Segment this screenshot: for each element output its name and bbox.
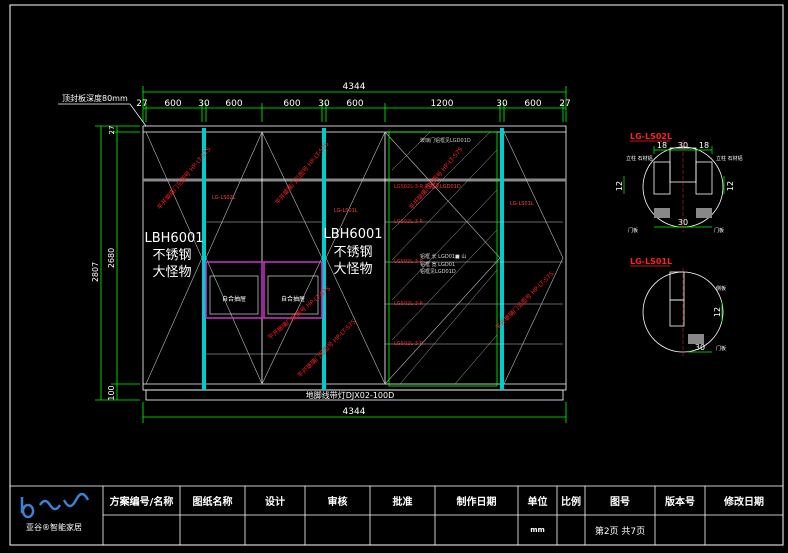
segment-label: 600 <box>164 99 181 109</box>
drawers <box>205 261 323 319</box>
dim-30b: 30 <box>678 218 688 227</box>
tb-header-modify-date: 修改日期 <box>724 497 764 508</box>
segment-label: 27 <box>559 99 570 109</box>
dim-30c: 30 <box>695 343 705 352</box>
segment-label: 30 <box>318 99 330 109</box>
dim-18b: 18 <box>699 141 709 150</box>
tb-header-review: 审核 <box>327 497 348 508</box>
door-swing-lines <box>145 131 564 385</box>
segment-label: 600 <box>283 99 300 109</box>
red-diag-note: 平开玻璃门见图号 HP-LT-S7S <box>296 318 358 380</box>
segment-label: 27 <box>136 99 147 109</box>
drawer-label-right: 自合抽屉 <box>281 295 305 303</box>
depth-note: 顶封板深度80mm <box>62 93 128 103</box>
drawer-label-left: 自合抽屉 <box>222 295 246 303</box>
detail-ls01l-dims <box>688 302 723 353</box>
material-right-line: LBH6001 <box>323 227 382 242</box>
detail-ls01l-hatch <box>688 334 704 344</box>
tb-page-info: 第2页 共7页 <box>594 526 646 537</box>
red-codes: LGS02L-3-R LGS02L-3-R LGS02L-3-R LGS02L-… <box>394 184 424 347</box>
material-right: LBH6001 不锈钢 大怪物 <box>323 227 382 277</box>
bottom-dimension <box>142 402 567 423</box>
material-left-line: 不锈钢 <box>152 248 191 263</box>
tb-header-scheme: 方案编号/名称 <box>109 497 174 508</box>
height-base: 100 <box>107 385 116 400</box>
height-outer: 2807 <box>91 262 100 282</box>
red-code: LGS02L-3-R <box>394 184 424 190</box>
tb-header-date: 制作日期 <box>456 497 497 508</box>
left-dimensions <box>95 125 140 401</box>
segment-label: 600 <box>524 99 541 109</box>
segment-label: 600 <box>225 99 242 109</box>
tb-header-approve: 批准 <box>392 497 413 508</box>
glass-mid-2: 铝框 宽 LGD01 <box>420 261 455 268</box>
detail-ls02l-hatch <box>654 208 712 218</box>
tb-header-unit: 单位 <box>527 497 548 508</box>
label-door-a: 门板 <box>628 227 638 234</box>
material-left-line: 大怪物 <box>152 265 191 280</box>
dim-12a: 12 <box>615 181 624 191</box>
tb-header-drawing-no: 图号 <box>610 497 630 508</box>
title-block: 方案编号/名称 图纸名称 设计 审核 批准 制作日期 单位 比例 图号 版本号 … <box>10 486 783 545</box>
segment-label: 30 <box>496 99 508 109</box>
red-diag-note: 平开玻璃门见图号 HP-LT-S7S <box>407 145 464 211</box>
label-door-b: 门板 <box>714 227 724 234</box>
post-tag-right: LG-LS01L <box>510 201 534 207</box>
segment-label: 30 <box>198 99 210 109</box>
drawer-inner <box>209 275 319 315</box>
red-code: LGS02L-3-R <box>394 259 424 265</box>
cabinet-elevation <box>142 125 567 401</box>
red-code: LGS02L-3-R <box>394 341 424 347</box>
glass-mid-3: 铝框见LGD01D <box>420 268 456 275</box>
glass-mid-1: 铝框 长 LGD01■ 山 <box>420 253 466 260</box>
tb-unit-value: mm <box>530 526 545 534</box>
dim-30a: 30 <box>678 141 688 150</box>
tb-header-scale: 比例 <box>561 497 581 508</box>
dim-12b: 12 <box>726 181 735 191</box>
label-panel: 侧板 <box>716 285 726 292</box>
detail-title-ls01l: LG-LS01L <box>630 257 672 266</box>
label-pillar-a: 立柱 石材铝 <box>626 155 653 162</box>
shelves <box>206 221 563 355</box>
label-door-c: 门板 <box>716 345 726 352</box>
material-right-line: 不锈钢 <box>333 245 372 260</box>
segment-label: 600 <box>346 99 363 109</box>
company-logo <box>20 492 90 519</box>
base-label: 地脚线带灯DJX02-100D <box>306 390 395 400</box>
glass-note: 玻璃门铝框见LGD01D <box>420 137 471 144</box>
total-width-top: 4344 <box>343 82 366 92</box>
segment-labels: 27 600 30 600 600 30 600 1200 30 600 27 <box>136 99 570 109</box>
dim-18a: 18 <box>657 141 667 150</box>
logo-text: 亚谷®智能家居 <box>26 522 82 532</box>
top-dimensions <box>142 86 567 122</box>
material-left-line: LBH6001 <box>144 231 203 246</box>
glass-posts <box>202 128 504 390</box>
title-block-grid <box>9 485 784 546</box>
red-code: LGS02L-3-R <box>394 219 424 225</box>
material-right-line: 大怪物 <box>333 262 372 277</box>
depth-leader <box>58 103 147 127</box>
glass-door-panel <box>388 131 498 387</box>
red-code: LGS02L-3-R <box>394 301 424 307</box>
tb-header-drawing-name: 图纸名称 <box>192 497 233 508</box>
tb-header-version: 版本号 <box>665 497 695 508</box>
material-left: LBH6001 不锈钢 大怪物 <box>144 231 203 280</box>
post-tag-left: LG-LS02L <box>212 195 236 201</box>
post-tag-mid: LG-LS01L <box>334 208 358 214</box>
segment-label: 1200 <box>431 99 454 109</box>
dim-12c: 12 <box>713 307 722 317</box>
glass-note-2: 铝框见LGD01D <box>425 183 461 190</box>
detail-ls02l-text: 18 30 18 30 12 12 <box>615 141 735 227</box>
label-pillar-b: 立柱 石材铝 <box>716 155 743 162</box>
detail-title-ls02l: LG-LS02L <box>630 132 672 141</box>
tb-header-design: 设计 <box>265 497 285 508</box>
top-small-1: 27 <box>108 126 116 135</box>
height-inner: 2680 <box>107 248 116 268</box>
total-width-bottom: 4344 <box>343 407 366 417</box>
